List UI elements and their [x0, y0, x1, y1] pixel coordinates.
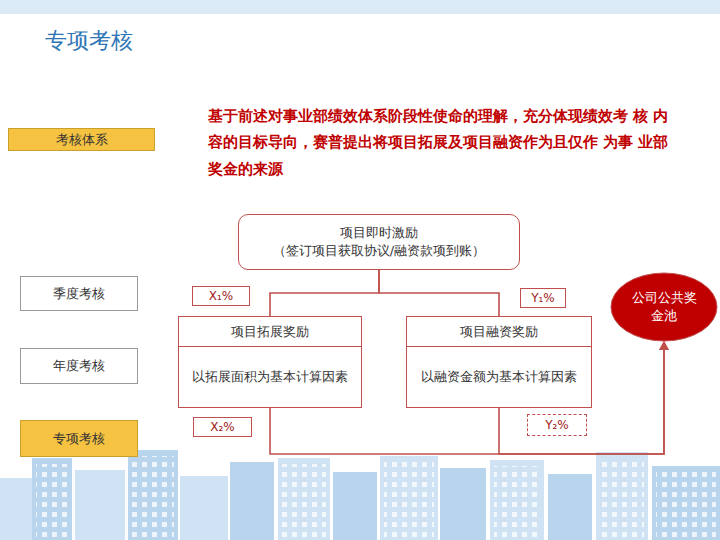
period-tab: 年度考核	[20, 348, 138, 384]
connector	[270, 270, 379, 316]
node-text: 公司公共奖金池	[631, 289, 697, 324]
page-title: 专项考核	[45, 26, 133, 56]
node-text: X₂%	[210, 420, 234, 434]
node-text: 考核体系	[56, 131, 108, 149]
ellipse-shape	[610, 272, 718, 342]
top-band	[0, 0, 720, 14]
ratio-box: X₁%	[192, 286, 250, 306]
incentive-box: 项目即时激励（签订项目获取协议/融资款项到账）	[238, 214, 520, 270]
box-body: 以拓展面积为基本计算因素	[179, 347, 361, 407]
connector	[379, 270, 499, 316]
lead-statement: 基于前述对事业部绩效体系阶段性使命的理解，充分体现绩效考 核 内容的目标导向，赛…	[208, 103, 678, 182]
node-text: 项目即时激励	[340, 224, 418, 242]
node-text: X₁%	[209, 289, 233, 303]
ratio-box: Y₁%	[520, 288, 566, 308]
node-text: 季度考核	[53, 285, 105, 303]
period-tab-active: 专项考核	[20, 420, 138, 457]
node-text: 专项考核	[53, 430, 105, 448]
period-tab: 季度考核	[20, 276, 138, 311]
category-tab: 考核体系	[8, 128, 155, 151]
box-body-text: 以融资金额为基本计算因素	[421, 368, 577, 386]
ratio-box: Y₂%	[527, 414, 587, 436]
node-text: Y₂%	[545, 418, 569, 432]
node-text: Y₁%	[531, 291, 555, 305]
box-note: （签订项目获取协议/融资款项到账）	[273, 242, 485, 260]
reward-box: 项目融资奖励以融资金额为基本计算因素	[406, 316, 592, 408]
box-heading: 项目融资奖励	[407, 317, 591, 347]
node-text: 年度考核	[53, 357, 105, 375]
box-heading: 项目拓展奖励	[179, 317, 361, 347]
city-skyline	[0, 450, 720, 540]
bonus-pool-ellipse: 公司公共奖金池	[610, 272, 718, 342]
ratio-box: X₂%	[193, 417, 252, 437]
box-body: 以融资金额为基本计算因素	[407, 347, 591, 407]
reward-box: 项目拓展奖励以拓展面积为基本计算因素	[178, 316, 362, 408]
skyline-windows	[36, 456, 716, 540]
box-body-text: 以拓展面积为基本计算因素	[192, 368, 348, 386]
